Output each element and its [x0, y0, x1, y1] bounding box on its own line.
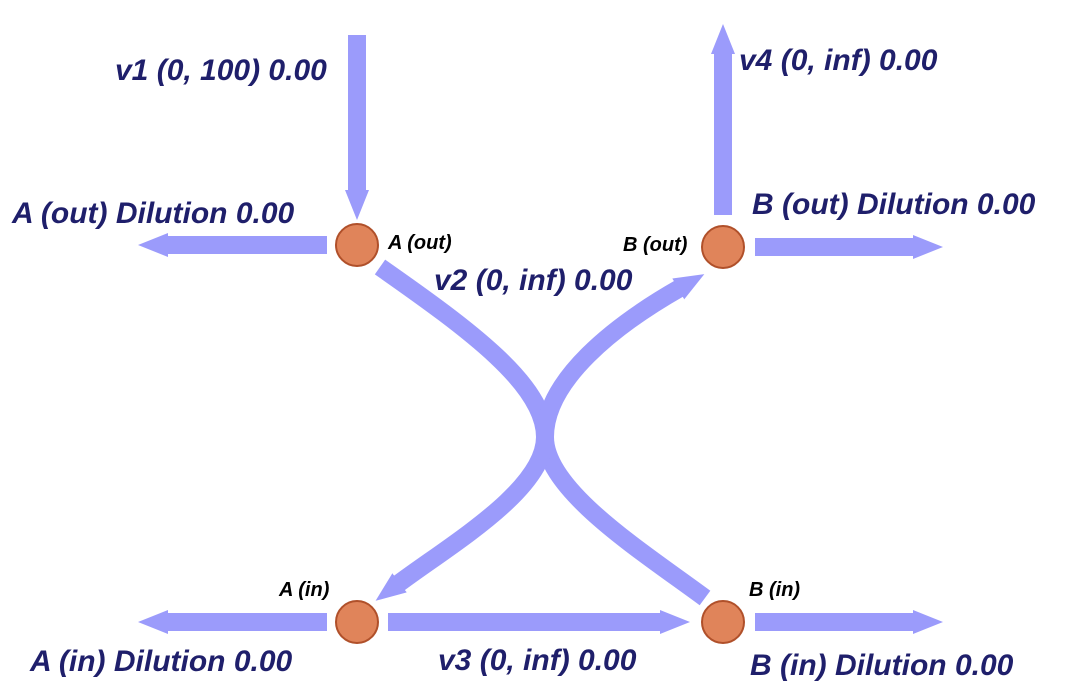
node-label-a-out: A (out) — [387, 232, 452, 254]
flux-label-v2: v2 (0, inf) 0.00 — [434, 264, 633, 297]
flux-label-a-out-dilution: A (out) Dilution 0.00 — [11, 197, 295, 230]
node-label-b-out: B (out) — [623, 234, 688, 256]
flux-label-v4: v4 (0, inf) 0.00 — [739, 44, 938, 77]
node-b-out[interactable] — [701, 225, 745, 269]
flux-arrow-v2-b-in-to-a-in[interactable] — [375, 436, 554, 601]
node-label-b-in: B (in) — [749, 579, 800, 601]
flux-arrow-v2-a-in-to-b-out[interactable] — [536, 274, 705, 438]
flux-label-v3: v3 (0, inf) 0.00 — [438, 644, 637, 677]
flux-label-b-in-dilution: B (in) Dilution 0.00 — [750, 649, 1014, 682]
node-b-in[interactable] — [701, 600, 745, 644]
flux-label-v1: v1 (0, 100) 0.00 — [115, 54, 327, 87]
node-label-a-in: A (in) — [278, 579, 330, 601]
flux-label-a-in-dilution: A (in) Dilution 0.00 — [29, 645, 293, 678]
node-a-in[interactable] — [335, 600, 379, 644]
flux-label-b-out-dilution: B (out) Dilution 0.00 — [752, 188, 1036, 221]
node-a-out[interactable] — [335, 223, 379, 267]
